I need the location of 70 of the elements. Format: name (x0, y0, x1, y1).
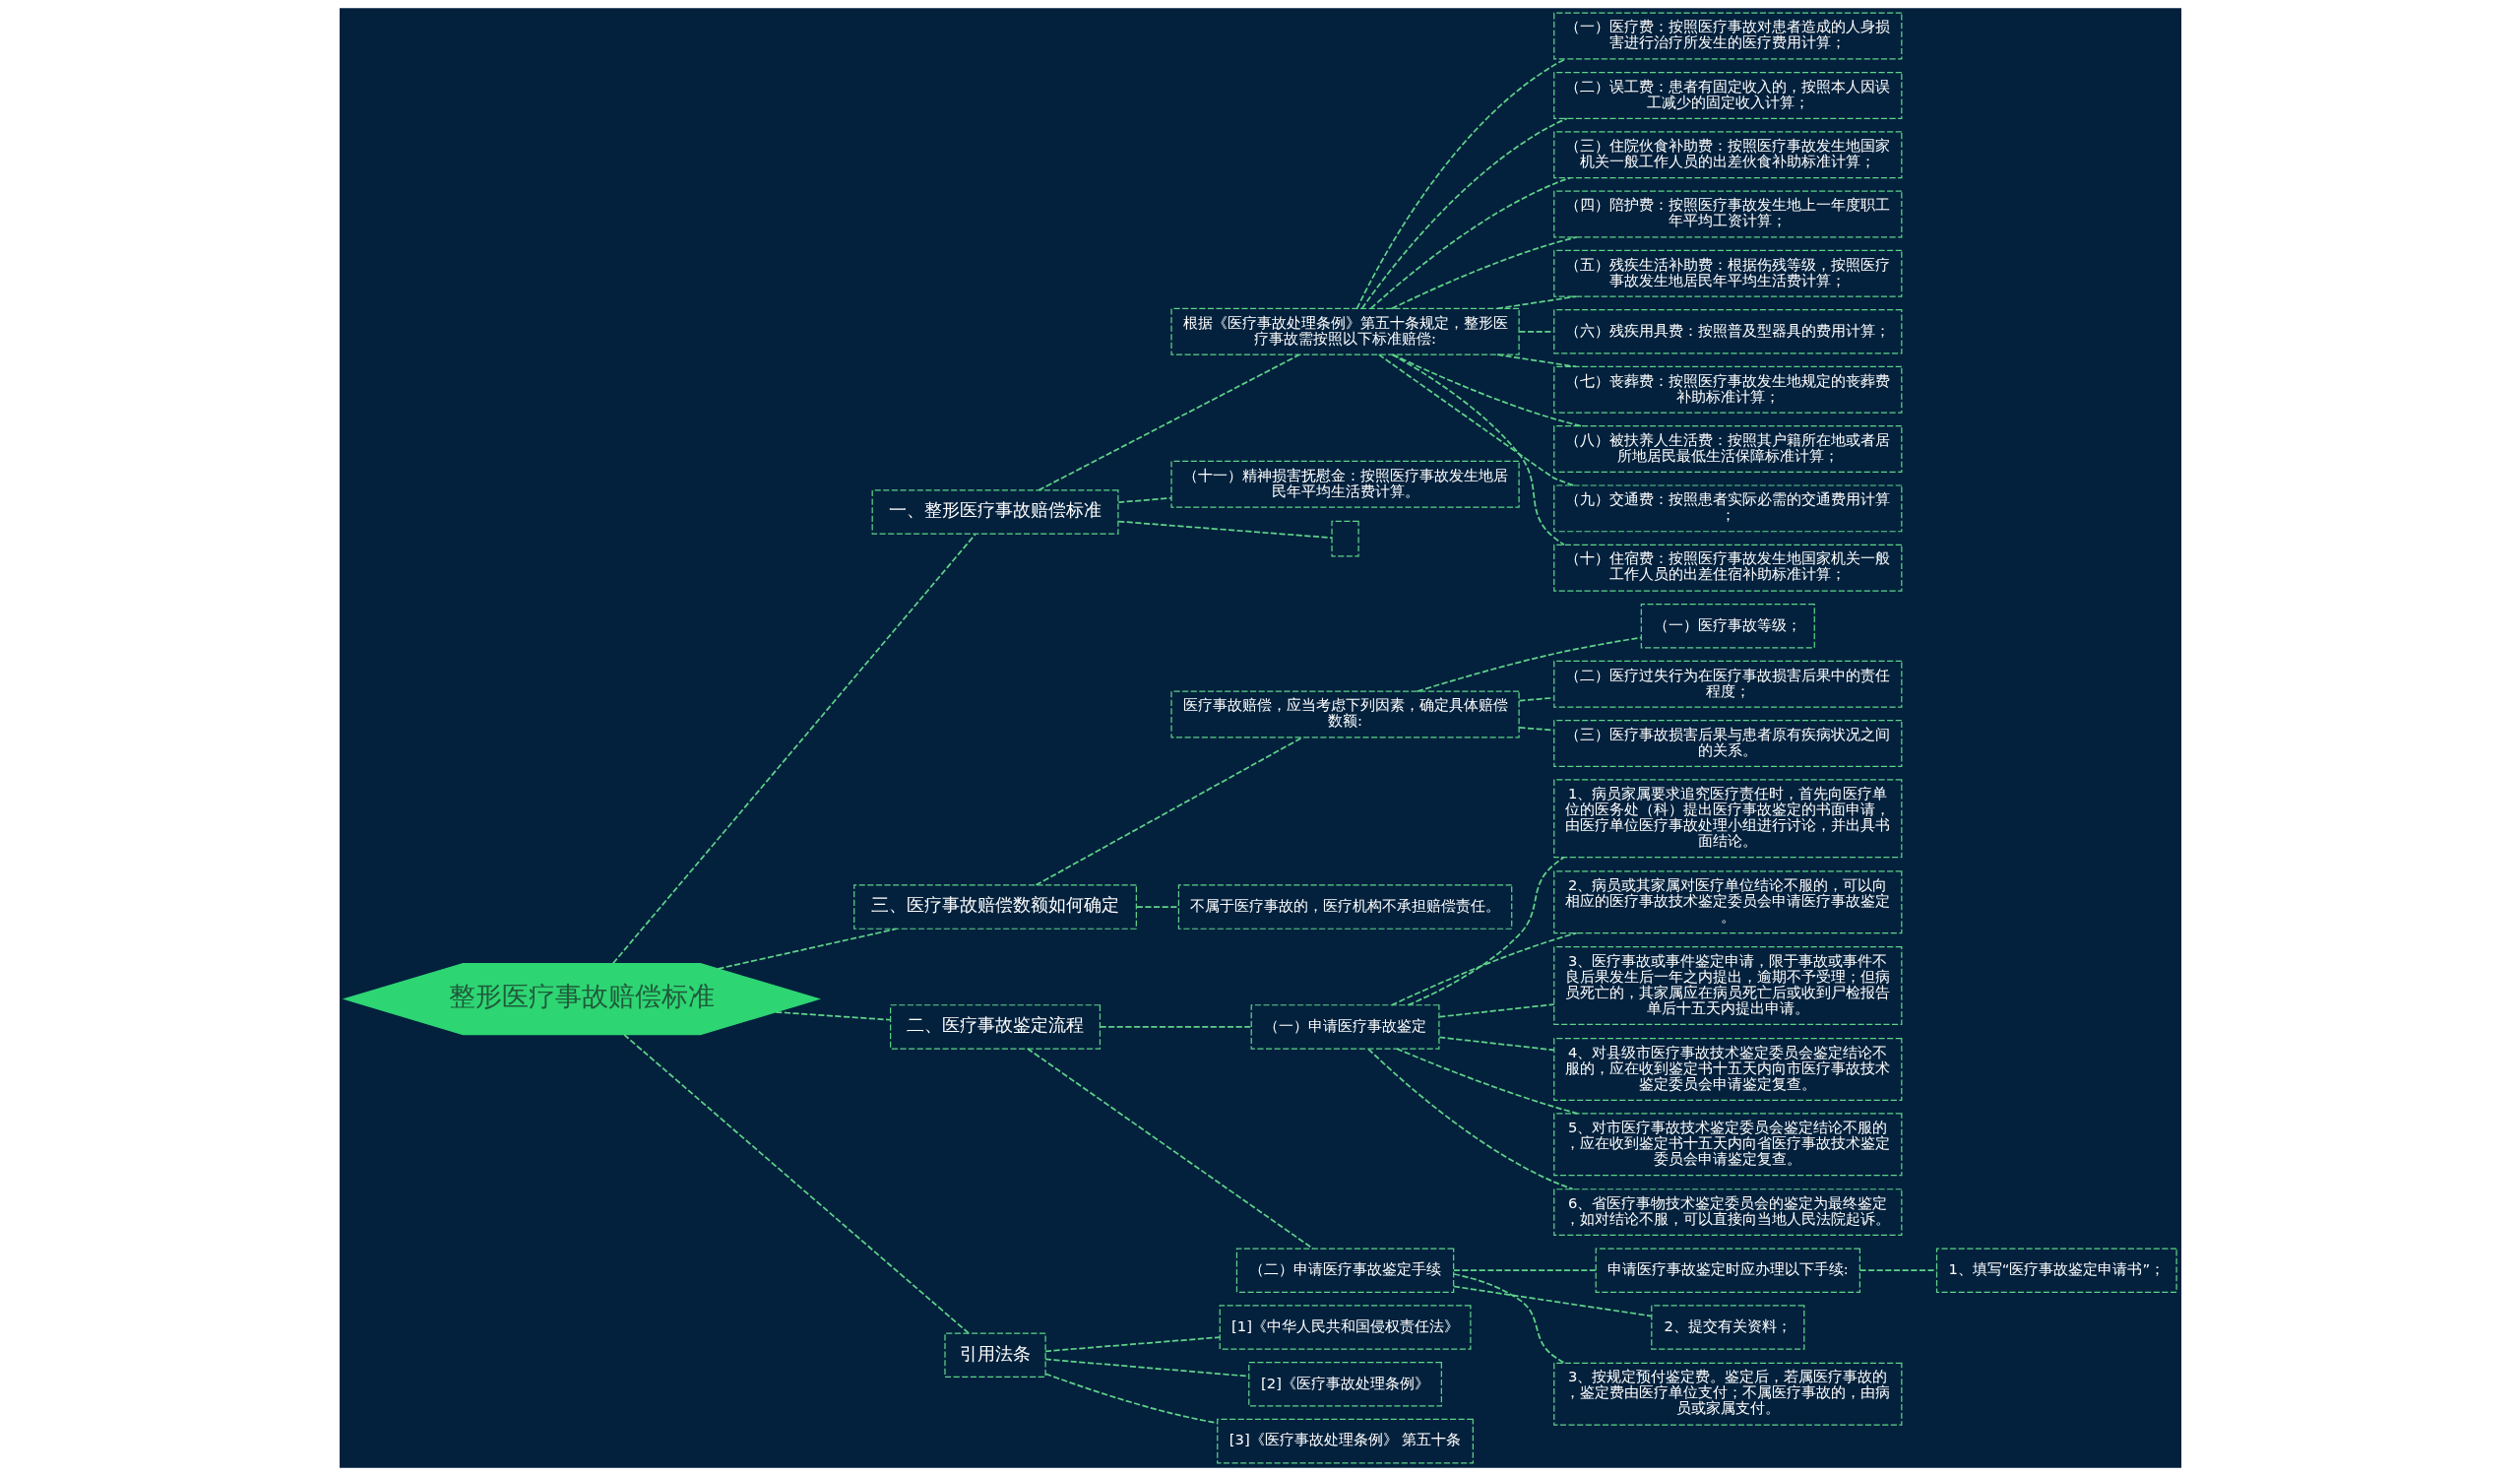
node-box: （三）医疗事故损害后果与患者原有疾病状况之间的关系。 (1552, 720, 1902, 768)
node-box (1330, 520, 1359, 557)
node-box: 6、省医疗事物技术鉴定委员会的鉴定为最终鉴定，如对结论不服，可以直接向当地人民法院起诉。 (1552, 1188, 1902, 1237)
node-box: 三、医疗事故赔偿数额如何确定 (852, 884, 1137, 930)
node-box: [2]《医疗事故处理条例》 (1247, 1362, 1442, 1407)
node-box: [1]《中华人民共和国侵权责任法》 (1219, 1305, 1471, 1350)
connector (1116, 496, 1172, 503)
node-box: [3]《医疗事故处理条例》 第五十条 (1216, 1418, 1474, 1464)
node-box: 2、提交有关资料； (1650, 1305, 1804, 1350)
connector (1495, 295, 1577, 310)
node-box: 1、填写“医疗事故鉴定申请书”； (1935, 1248, 2177, 1293)
connector (1099, 1026, 1251, 1028)
connector (1452, 1285, 1652, 1317)
connector (1043, 1336, 1221, 1353)
node-box: 申请医疗事故鉴定时应办理以下手续: (1595, 1248, 1860, 1293)
node-box: 5、对市医疗事故技术鉴定委员会鉴定结论不服的，应在收到鉴定书十五天内向省医疗事故技术鉴定委员会申请鉴定复查。 (1552, 1113, 1902, 1177)
node-box: 4、对县级市医疗事故技术鉴定委员会鉴定结论不服的，应在收到鉴定书十五天内向市医疗事故技术鉴定委员会申请鉴定复查。 (1552, 1037, 1902, 1101)
connector (1043, 1373, 1218, 1425)
node-box: 不属于医疗事故的，医疗机构不承担赔偿责任。 (1177, 884, 1512, 930)
connector (1035, 737, 1303, 886)
node-box: （二）误工费：患者有固定收入的，按照本人因误工减少的固定收入计算； (1552, 71, 1902, 119)
node-box: （二）申请医疗事故鉴定手续 (1235, 1248, 1454, 1293)
node-box: （六）残疾用具费：按照普及型器具的费用计算； (1552, 309, 1902, 354)
connector (1390, 353, 1565, 545)
node-box: 一、整形医疗事故赔偿标准 (871, 489, 1119, 535)
connector (1452, 1273, 1565, 1364)
connector (1452, 1269, 1597, 1271)
node-box: （一）医疗事故等级； (1640, 603, 1815, 649)
connector (1366, 1048, 1573, 1190)
connector (717, 928, 898, 970)
connector (1390, 931, 1577, 1006)
connector (1135, 906, 1179, 908)
node-box: （八）被扶养人生活费：按照其户籍所在地或者居所地居民最低生活保障标准计算； (1552, 425, 1902, 474)
node-box: 1、病员家属要求追究医疗责任时，首先向医疗单位的医务处（科）提出医疗事故鉴定的书面申请，由医疗单位医疗事故处理小组进行讨论，并出具书面结论。 (1552, 779, 1902, 859)
connector (1437, 1003, 1555, 1018)
connector (1037, 353, 1300, 491)
node-box: （七）丧葬费：按照医疗事故发生地规定的丧葬费补助标准计算； (1552, 365, 1902, 414)
connector (1495, 353, 1577, 368)
connector (1395, 1048, 1578, 1115)
node-box: （三）住院伙食补助费：按照医疗事故发生地国家机关一般工作人员的出差伙食补助标准计算； (1552, 131, 1902, 179)
node-box: （一）医疗费：按照医疗事故对患者造成的人身损害进行治疗所发生的医疗费用计算； (1552, 12, 1902, 60)
node-box: 3、医疗事故或事件鉴定申请，限于事故或事件不良后果发生后一年之内提出，逾期不予受理；但病员死亡的，其家属应在病员死亡后或收到尸检报告单后十五天内提出申请。 (1552, 946, 1902, 1026)
connector (1043, 1358, 1249, 1378)
node-box: 医疗事故赔偿，应当考虑下列因素，确定具体赔偿数额: (1169, 690, 1520, 738)
node-box: （十）住宿费：按照医疗事故发生地国家机关一般工作人员的出差住宿补助标准计算； (1552, 544, 1902, 592)
node-box: （一）申请医疗事故鉴定 (1250, 1004, 1439, 1050)
node-box: （十一）精神损害抚慰金：按照医疗事故发生地居民年平均生活费计算。 (1169, 460, 1520, 508)
node-box: （九）交通费：按照患者实际必需的交通费用计算； (1552, 484, 1902, 533)
connector (1437, 1036, 1555, 1052)
connector (1116, 520, 1333, 540)
connector (1355, 58, 1566, 310)
node-box: 3、按规定预付鉴定费。鉴定后，若属医疗事故的，鉴定费由医疗单位支付；不属医疗事故的，由病员或家属支付。 (1552, 1362, 1902, 1426)
node-box: 根据《医疗事故处理条例》第五十条规定，整形医疗事故需按照以下标准赔偿: (1169, 307, 1520, 355)
node-box: 二、医疗事故鉴定流程 (889, 1004, 1101, 1050)
node-box: （二）医疗过失行为在医疗事故损害后果中的责任程度； (1552, 660, 1902, 708)
connector (1360, 117, 1568, 309)
connector (1377, 353, 1574, 486)
connector (774, 1011, 891, 1021)
node-box: 2、病员或其家属对医疗单位结论不服的，可以向相应的医疗事故技术鉴定委员会申请医疗事故鉴定。 (1552, 870, 1902, 934)
connector (1416, 636, 1642, 692)
node-box: 引用法条 (943, 1332, 1046, 1379)
connector (1858, 1269, 1937, 1271)
connector (1369, 176, 1571, 309)
connector (622, 1034, 970, 1334)
node-box: （五）残疾生活补助费：根据伤残等级，按照医疗事故发生地居民年平均生活费计算； (1552, 249, 1902, 297)
connector (1390, 236, 1577, 310)
connector (1407, 856, 1564, 1006)
node-box: （四）陪护费：按照医疗事故发生地上一年度职工年平均工资计算； (1552, 190, 1902, 238)
connector (611, 533, 976, 965)
connector (1026, 1048, 1313, 1250)
